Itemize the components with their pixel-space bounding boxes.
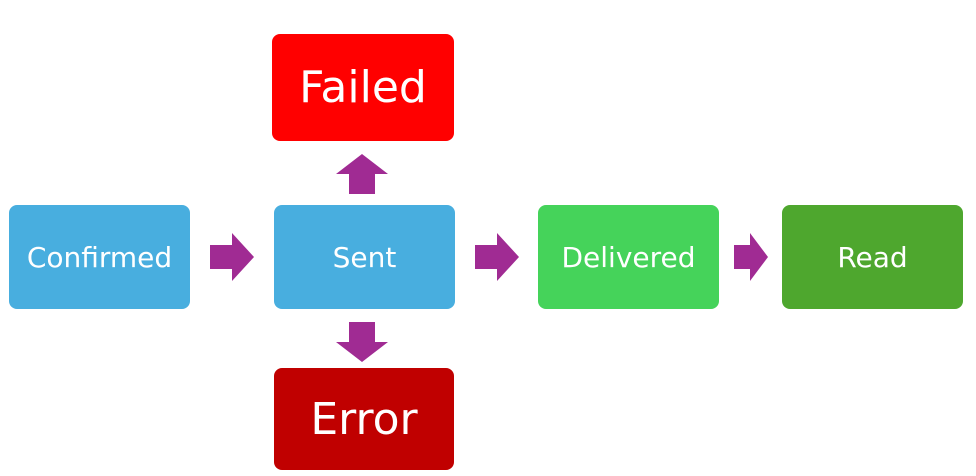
node-sent-label: Sent <box>332 240 397 274</box>
node-error-label: Error <box>310 393 418 445</box>
arrow-sent-to-failed <box>336 154 388 194</box>
arrow-sent-to-error-shape <box>336 322 388 362</box>
node-confirmed: Confirmed <box>9 205 190 309</box>
node-read-label: Read <box>837 240 908 274</box>
arrow-sent-to-error <box>336 322 388 362</box>
arrow-confirmed-to-sent <box>210 233 254 281</box>
node-delivered: Delivered <box>538 205 719 309</box>
node-failed-label: Failed <box>299 62 427 113</box>
arrow-delivered-to-read-shape <box>734 233 768 281</box>
arrow-delivered-to-read <box>734 233 768 281</box>
node-delivered-label: Delivered <box>561 240 696 274</box>
node-read: Read <box>782 205 963 309</box>
node-error: Error <box>274 368 454 470</box>
arrow-sent-to-delivered <box>475 233 519 281</box>
node-confirmed-label: Confirmed <box>26 240 173 274</box>
arrow-sent-to-delivered-shape <box>475 233 519 281</box>
node-sent: Sent <box>274 205 455 309</box>
node-failed: Failed <box>272 34 454 141</box>
arrow-sent-to-failed-shape <box>336 154 388 194</box>
arrow-confirmed-to-sent-shape <box>210 233 254 281</box>
